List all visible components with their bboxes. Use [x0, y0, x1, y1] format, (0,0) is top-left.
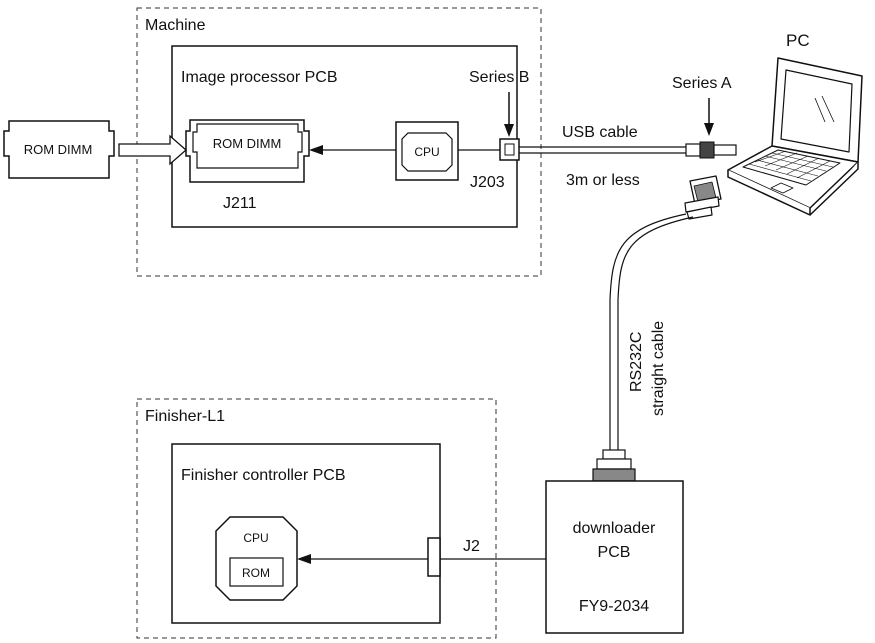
rs232c-label-line2: straight cable [650, 321, 667, 416]
finisher-controller-pcb [171, 443, 441, 624]
rom-dimm-socket [185, 119, 310, 183]
image-processor-pcb-label: Image processor PCB [181, 69, 338, 86]
cpu-finisher-label: CPU [243, 531, 268, 545]
rs232c-cable-line-left [609, 213, 687, 450]
series-a-pointer-arrowhead [704, 123, 714, 136]
j2-connector [427, 537, 441, 577]
j2-to-cpu-arrowhead [297, 554, 311, 564]
pc-label: PC [786, 31, 810, 50]
rom-finisher-label: ROM [242, 566, 270, 580]
finisher-label: Finisher-L1 [145, 408, 225, 425]
series-b-pointer-arrowhead [504, 124, 514, 137]
rom-dimm-module-label: ROM DIMM [24, 142, 93, 157]
rom-finisher-chip [229, 557, 284, 587]
downloader-pcb-line2: PCB [598, 544, 631, 561]
series-b-label: Series B [469, 69, 529, 86]
j2-label: J2 [463, 538, 480, 555]
rom-dimm-socket-label: ROM DIMM [213, 136, 282, 151]
usb-series-b-port [499, 138, 520, 161]
rs232c-label-line1: RS232C [628, 332, 645, 392]
cpu-main-chip [395, 121, 459, 181]
j203-label: J203 [470, 174, 505, 191]
image-processor-pcb [171, 45, 518, 228]
laptop-icon [727, 57, 863, 216]
finisher-controller-pcb-label: Finisher controller PCB [181, 467, 346, 484]
cpu-main-label: CPU [414, 145, 439, 159]
downloader-part-number: FY9-2034 [579, 598, 649, 615]
rs232c-downloader-connector [592, 449, 636, 482]
finisher-boundary [136, 398, 497, 639]
insert-arrow [118, 134, 187, 166]
downloader-pcb-line1: downloader [573, 520, 656, 537]
usb-length-label: 3m or less [566, 172, 640, 189]
cpu-to-rom-dimm-arrowhead [309, 145, 323, 155]
rs232c-cable-line-right [617, 216, 694, 450]
machine-label: Machine [145, 17, 206, 34]
rom-dimm-module [3, 120, 115, 179]
downloader-pcb [545, 480, 684, 634]
series-a-label: Series A [672, 75, 732, 92]
rs232c-pc-connector [684, 175, 722, 220]
j211-label: J211 [223, 195, 257, 212]
usb-cable-label: USB cable [562, 124, 638, 141]
machine-boundary [136, 7, 542, 277]
usb-series-a-plug [685, 141, 737, 159]
